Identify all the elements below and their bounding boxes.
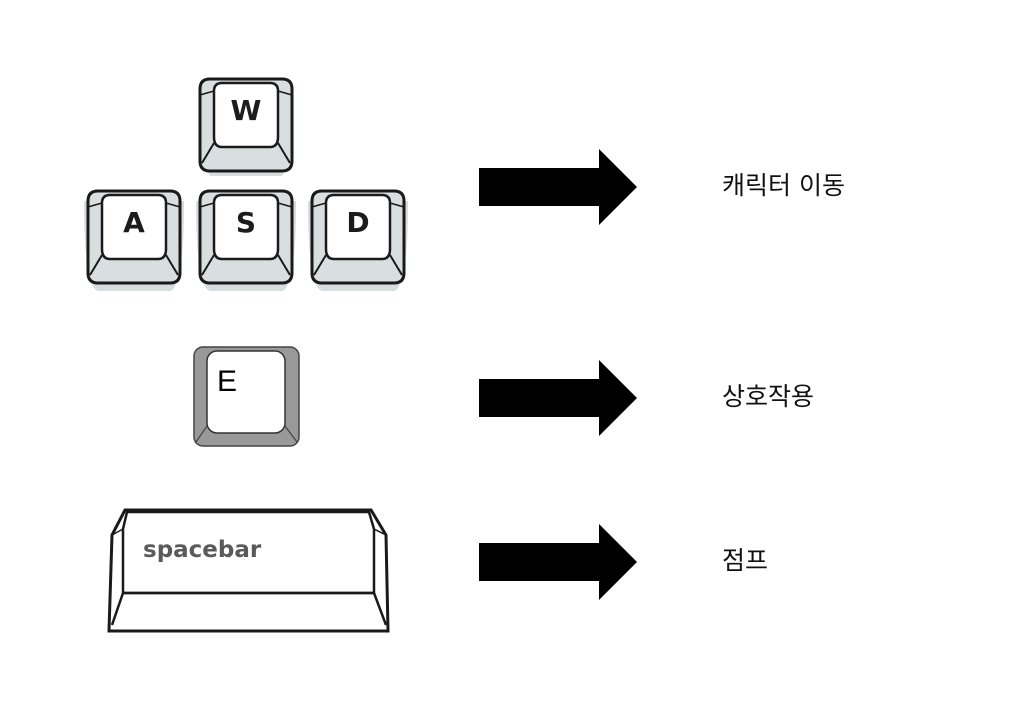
e-key-label: E (217, 365, 238, 398)
jump-description: 점프 (722, 546, 769, 575)
right-arrow-icon (477, 148, 639, 226)
a-key-label: A (123, 206, 145, 239)
d-key-label: D (346, 206, 370, 239)
e-key: E (193, 346, 300, 447)
w-key: W (194, 75, 298, 181)
spacebar-key: spacebar (106, 507, 390, 635)
d-key: D (306, 187, 410, 293)
interact-description: 상호작용 (722, 382, 815, 411)
s-key: S (194, 187, 298, 293)
a-key: A (82, 187, 186, 293)
spacebar-key-label: spacebar (143, 537, 262, 563)
s-key-label: S (235, 206, 257, 239)
w-key-label: W (230, 94, 262, 127)
movement-description: 캐릭터 이동 (722, 171, 845, 200)
right-arrow-icon (477, 359, 639, 437)
right-arrow-icon (477, 523, 639, 601)
